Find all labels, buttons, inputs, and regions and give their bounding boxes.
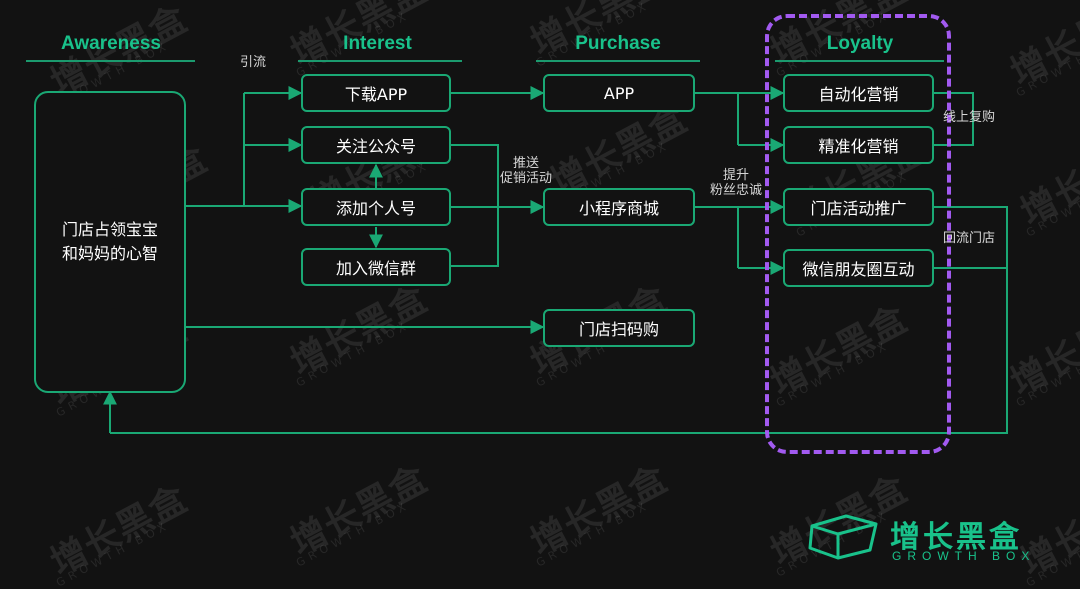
label-return-store: 回流门店 xyxy=(943,231,996,246)
connector-official-bracket xyxy=(450,144,499,267)
label-traffic: 引流 xyxy=(240,55,267,70)
growth-box-logo-icon xyxy=(808,514,878,560)
node-follow-official: 关注公众号 xyxy=(301,126,451,164)
node-moments-interaction: 微信朋友圈互动 xyxy=(783,249,934,287)
loop-online-repurchase xyxy=(933,92,974,146)
brand-name-en: GROWTH BOX xyxy=(892,549,1036,563)
node-store-scan: 门店扫码购 xyxy=(543,309,695,347)
label-push-promo: 推送 促销活动 xyxy=(500,156,553,186)
node-precision-marketing: 精准化营销 xyxy=(783,126,934,164)
node-mini-program: 小程序商城 xyxy=(543,188,695,226)
label-online-repurchase: 线上复购 xyxy=(943,110,996,125)
brand-name-cn: 增长黑盒 xyxy=(890,520,1022,555)
node-join-group: 加入微信群 xyxy=(301,248,451,286)
node-mind: 门店占领宝宝 和妈妈的心智 xyxy=(34,91,186,393)
stage-rule-awareness xyxy=(26,60,195,62)
stage-title-loyalty: Loyalty xyxy=(826,33,894,54)
stage-rule-loyalty xyxy=(775,60,944,62)
stage-title-awareness: Awareness xyxy=(61,33,161,54)
node-download-app: 下载APP xyxy=(301,74,451,112)
node-app: APP xyxy=(543,74,695,112)
node-add-personal: 添加个人号 xyxy=(301,188,451,226)
node-automated-marketing: 自动化营销 xyxy=(783,74,934,112)
stage-rule-purchase xyxy=(536,60,700,62)
node-store-promotion: 门店活动推广 xyxy=(783,188,934,226)
stage-title-purchase: Purchase xyxy=(575,33,661,54)
label-boost-loyalty: 提升 粉丝忠诚 xyxy=(710,168,763,198)
connector-promo-out xyxy=(110,206,1008,434)
stage-title-interest: Interest xyxy=(343,33,412,54)
stage-rule-interest xyxy=(298,60,462,62)
loyalty-highlight-frame xyxy=(765,14,951,454)
